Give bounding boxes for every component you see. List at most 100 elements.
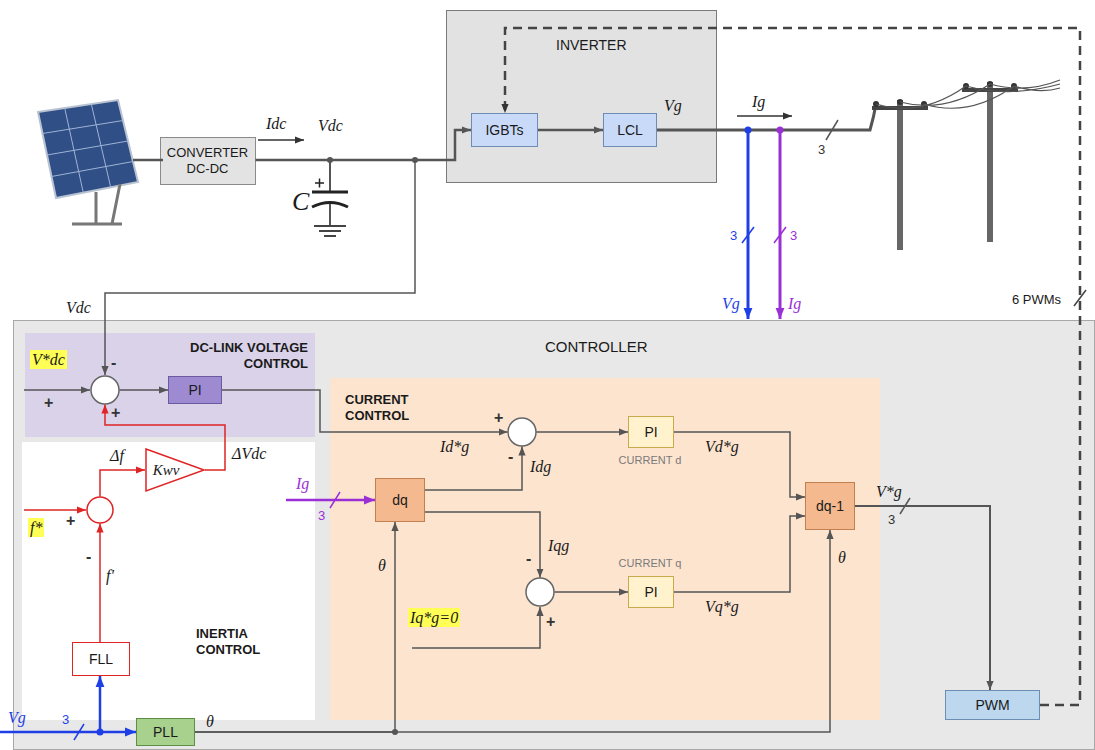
text-holder: Iqg xyxy=(548,536,569,555)
current-control-block: CURRENT CONTROL + - PI CURRENT d dq -+ PI CURREN… xyxy=(330,378,880,720)
text-holder: 3 xyxy=(818,140,825,158)
summing-junction: -++ xyxy=(90,375,120,405)
summing-circle-outline xyxy=(525,577,555,607)
text-holder: Id*g xyxy=(440,437,469,456)
pwm-block: PWM xyxy=(945,690,1040,720)
block-title: CURRENT CONTROL xyxy=(345,392,409,423)
text-holder: PWM xyxy=(975,696,1009,714)
text-holder: Idc xyxy=(266,114,286,133)
voltage-sense-wire xyxy=(747,130,750,319)
signal-name: Ig xyxy=(296,474,309,493)
text-holder: DC-LINK VOLTAGE CONTROL xyxy=(148,340,308,371)
text-holder: INERTIA CONTROL xyxy=(196,626,260,658)
summing-circle xyxy=(526,578,554,606)
controller-panel: CONTROLLERDC-LINK VOLTAGE CONTROL-++PICU… xyxy=(13,320,1095,750)
text-holder: PI xyxy=(644,423,657,441)
text-holder: PI xyxy=(188,381,201,399)
text-holder: + xyxy=(44,393,53,412)
signal-name: Vg xyxy=(664,96,682,115)
pll-block: PLL xyxy=(136,718,195,746)
box-label: dq xyxy=(392,492,408,509)
text-holder: 3 xyxy=(318,506,325,524)
text-holder: + xyxy=(111,403,120,422)
block-title: INVERTER xyxy=(556,37,627,54)
phase-count: 3 xyxy=(888,512,895,528)
signal-name: Vdc xyxy=(318,116,343,135)
text-holder: CURRENT q xyxy=(600,557,700,570)
text-holder: Δf xyxy=(110,446,124,465)
current-sense-wire xyxy=(779,130,782,319)
phase-count: 3 xyxy=(818,142,825,158)
signal-name: ΔVdc xyxy=(232,444,266,463)
summing-junction: +- xyxy=(86,496,114,524)
signal-name: θ xyxy=(838,548,846,567)
text-holder: + xyxy=(66,511,75,530)
signal-name: Vd*g xyxy=(705,437,739,456)
pole xyxy=(897,100,903,250)
gain-block: Kwv xyxy=(145,448,205,492)
block-title: DC-LINK VOLTAGE CONTROL xyxy=(148,340,308,371)
component-name: C xyxy=(292,186,309,217)
grid-current-arrow xyxy=(737,115,792,117)
text-holder: θ xyxy=(378,556,386,575)
text-holder: Idg xyxy=(530,457,551,476)
voltage-input-wire xyxy=(0,731,136,734)
signal-name: V*g xyxy=(876,482,902,501)
text-holder: Ig xyxy=(752,92,765,111)
text-holder: CURRENT d xyxy=(600,454,700,467)
signal-name: Iqg xyxy=(548,536,569,555)
signal-name: θ xyxy=(378,556,386,575)
box-label: IGBTs xyxy=(485,122,523,139)
text-holder: Vdc xyxy=(66,298,91,317)
text-holder: V*g xyxy=(876,482,902,501)
text-holder: Vq*g xyxy=(705,597,739,616)
setpoint-name: f* xyxy=(28,518,44,537)
text-holder: Vd*g xyxy=(705,437,739,456)
text-holder: dq-1 xyxy=(816,497,844,515)
text-holder: CONTROLLER xyxy=(545,338,648,356)
block-caption: CURRENT d xyxy=(600,454,700,467)
current-input-wire xyxy=(286,499,375,502)
signal-name: f' xyxy=(106,566,114,585)
text-holder: PI xyxy=(644,583,657,601)
text-holder: ΔVdc xyxy=(232,444,266,463)
pv-panel xyxy=(38,100,138,198)
text-holder: θ xyxy=(206,712,214,731)
text-holder: C xyxy=(292,186,309,217)
sign-symbol: - xyxy=(86,547,91,566)
signal-name: Idc xyxy=(266,114,286,133)
text-holder: - xyxy=(86,547,91,566)
signal-name: Vg xyxy=(8,708,26,727)
box-label: PI xyxy=(644,424,657,441)
three-phase-slash xyxy=(826,120,838,140)
text-holder: - xyxy=(526,549,531,568)
signal-connector xyxy=(538,129,603,132)
pv-cell-grid xyxy=(43,104,134,193)
phase-count: 3 xyxy=(730,228,737,244)
signal-name: Ig xyxy=(788,294,801,313)
phase-count: 3 xyxy=(62,712,69,728)
text-holder: + xyxy=(546,612,555,631)
box-label: FLL xyxy=(89,651,113,668)
text-holder: Iq*g=0 xyxy=(408,608,460,627)
sign-symbol: + xyxy=(66,511,75,530)
summing-circle xyxy=(508,418,536,446)
box-label: dq-1 xyxy=(816,498,844,515)
converter-box: CONVERTER DC-DC xyxy=(160,137,256,185)
sign-symbol: + xyxy=(494,408,503,427)
summing-junction: -+ xyxy=(525,577,555,607)
box-label: CONVERTER DC-DC xyxy=(167,145,248,176)
signal-name: Vdc xyxy=(66,298,91,317)
reference-input-wire xyxy=(24,389,90,391)
text-holder: dq xyxy=(392,491,408,509)
sign-symbol: - xyxy=(526,549,531,568)
frequency-reference-wire xyxy=(24,509,86,511)
pv-stand xyxy=(72,184,122,224)
signal-connector xyxy=(256,130,472,160)
sign-symbol: + xyxy=(546,612,555,631)
summing-circle-outline xyxy=(90,375,120,405)
block-title: CONTROLLER xyxy=(545,338,648,356)
text-holder: Vg xyxy=(722,294,740,313)
signal-name: 6 PWMs xyxy=(1012,292,1061,308)
inverse-park-transform: dq-1 xyxy=(805,482,855,530)
